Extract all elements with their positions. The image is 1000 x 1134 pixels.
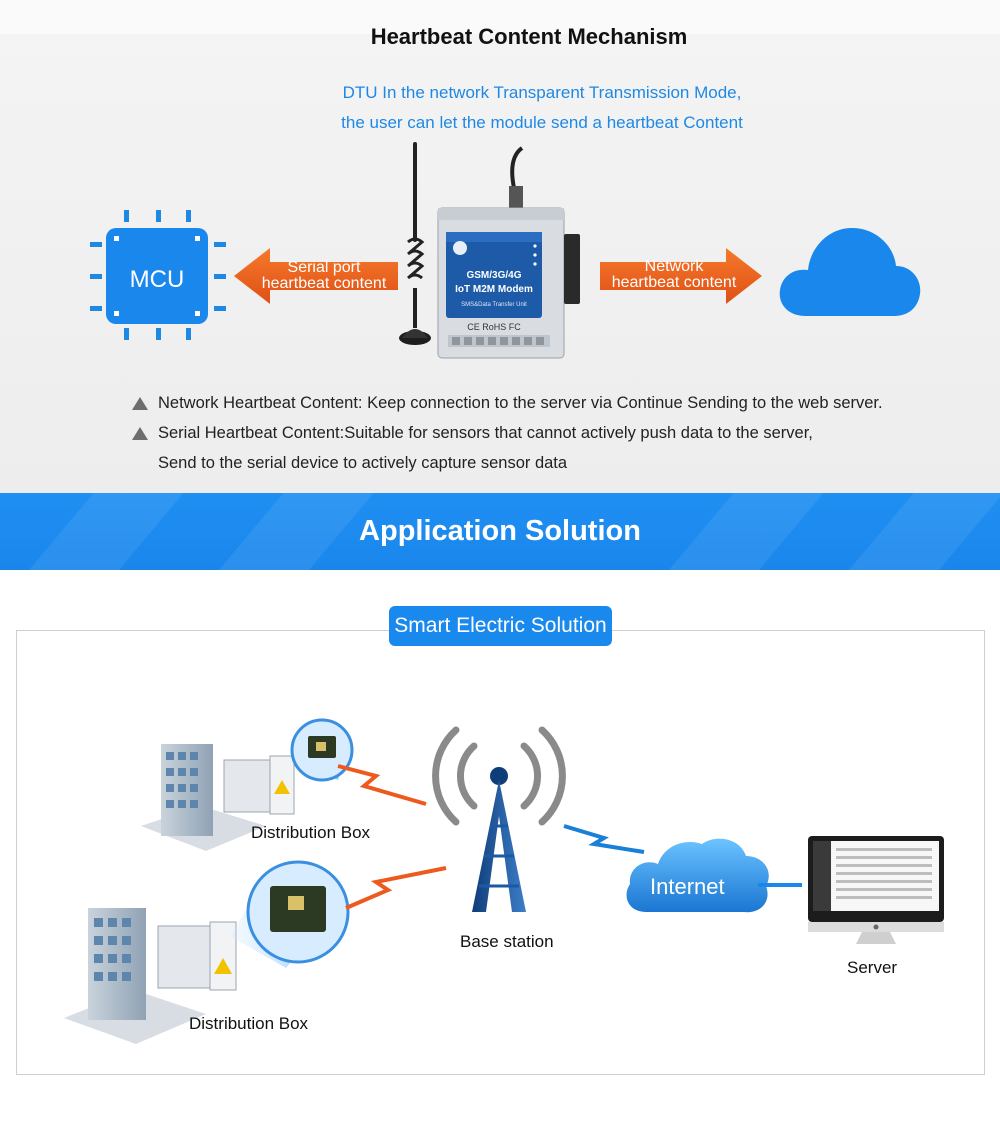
building-2-image: [64, 908, 237, 1044]
heartbeat-bullets: Network Heartbeat Content: Keep connecti…: [130, 388, 970, 478]
internet-label: Internet: [650, 874, 725, 899]
blue-link: [563, 824, 645, 854]
mcu-label: MCU: [129, 266, 185, 293]
triangle-bullet-icon: [132, 427, 148, 440]
triangle-bullet-icon: [132, 397, 148, 410]
network-label-line-1: Network: [644, 258, 704, 275]
serial-label-line-2: heartbeat content: [261, 275, 387, 292]
bullet-serial-continued: Send to the serial device to actively ca…: [130, 448, 970, 478]
distribution-box-label-2: Distribution Box: [189, 1014, 309, 1033]
device-line-3: SMS&Data Transfer Unit: [461, 302, 527, 308]
base-station-icon: [432, 726, 566, 912]
subtitle-line-1: DTU In the network Transparent Transmiss…: [342, 83, 742, 102]
serial-heartbeat-label: Serial port heartbeat content: [246, 260, 402, 292]
subtitle-line-2: the user can let the module send a heart…: [341, 113, 743, 132]
server-monitor-icon: [808, 836, 944, 944]
mcu-chip-icon: [90, 210, 226, 340]
cloud-icon: [779, 228, 921, 316]
server-label: Server: [847, 958, 898, 977]
bullet-network: Network Heartbeat Content: Keep connecti…: [130, 388, 970, 418]
bullet-text: Serial Heartbeat Content:Suitable for se…: [158, 424, 813, 442]
heartbeat-subtitle: DTU In the network Transparent Transmiss…: [290, 78, 794, 138]
base-station-label: Base station: [460, 932, 554, 951]
application-banner: Application Solution: [0, 493, 1000, 570]
orange-link-2: [345, 866, 447, 910]
dtu-device-image: GSM/3G/4G IoT M2M Modem SMS&Data Transfe…: [399, 142, 580, 359]
smart-electric-pill: Smart Electric Solution: [389, 606, 612, 646]
bullet-text: Send to the serial device to actively ca…: [158, 454, 568, 472]
network-arrow-icon: [600, 248, 762, 304]
mcu-chip: MCU: [90, 210, 226, 340]
serial-label-line-1: Serial port: [287, 259, 361, 276]
network-heartbeat-label: Network heartbeat content: [598, 259, 750, 291]
serial-arrow-icon: [234, 248, 398, 304]
internet-cloud-icon: [626, 838, 769, 913]
heartbeat-title: Heartbeat Content Mechanism: [370, 24, 688, 49]
orange-link-1: [337, 764, 427, 806]
banner-title: Application Solution: [359, 515, 641, 547]
device-line-1: GSM/3G/4G: [466, 270, 521, 281]
device-line-2: IoT M2M Modem: [455, 284, 533, 295]
building-1-image: [141, 744, 295, 851]
distribution-box-label-1: Distribution Box: [251, 823, 371, 842]
network-label-line-2: heartbeat content: [611, 274, 737, 291]
bullet-text: Network Heartbeat Content: Keep connecti…: [158, 394, 883, 412]
device-cert-marks: CE RoHS FC: [467, 322, 521, 332]
solution-diagram: [64, 718, 944, 1044]
top-strip: [0, 0, 1000, 34]
bullet-serial: Serial Heartbeat Content:Suitable for se…: [130, 418, 970, 448]
